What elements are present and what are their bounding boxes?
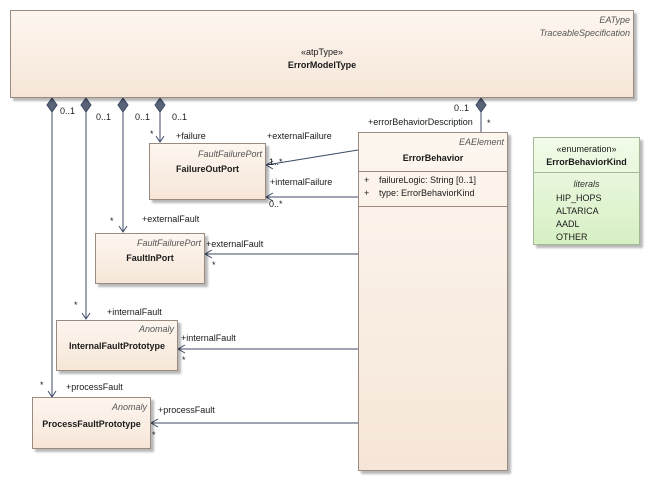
- metaclass-label: Anomaly: [138, 324, 174, 334]
- metaclass-label: EAElement: [458, 137, 504, 147]
- arrowhead-fault-in-port: [118, 225, 128, 233]
- metaclass-label: EAType: [599, 15, 630, 25]
- class-name: FaultInPort: [126, 253, 174, 263]
- enum-literal: OTHER: [556, 232, 588, 242]
- metaclass-label: FaultFailurePort: [197, 149, 262, 159]
- composition-diamond-internal-fault: [80, 97, 92, 113]
- composition-diamond-failure-out-port: [154, 97, 166, 113]
- internal-fault-prototype-class[interactable]: Anomaly InternalFaultPrototype: [56, 320, 178, 371]
- multiplicity-label: *: [74, 300, 78, 310]
- role-label: +processFault: [158, 405, 215, 415]
- attribute-failure-logic: failureLogic: String [0..1]: [379, 175, 477, 185]
- metaclass-label: Anomaly: [111, 402, 147, 412]
- multiplicity-label: 1..*: [269, 157, 283, 167]
- attr-visibility: +: [364, 188, 370, 198]
- role-label: +externalFailure: [267, 131, 332, 141]
- enum-literal: HIP_HOPS: [556, 193, 602, 203]
- attribute-type: type: ErrorBehaviorKind: [379, 188, 475, 198]
- operation-divider: [359, 206, 507, 207]
- composition-diamond-fault-in-port: [117, 97, 129, 113]
- multiplicity-label: 0..*: [269, 199, 283, 209]
- class-name: ErrorBehavior: [402, 153, 464, 163]
- composition-diamond-error-behavior: [475, 97, 487, 113]
- multiplicity-label: *: [40, 380, 44, 390]
- enum-divider: [534, 172, 639, 173]
- attribute-divider: [359, 171, 507, 172]
- stereotype-label: «atpType»: [300, 47, 344, 57]
- stereotype-class-label: TraceableSpecification: [539, 28, 630, 38]
- enum-literal: AADL: [556, 219, 580, 229]
- assoc-external-failure-line[interactable]: [265, 149, 359, 166]
- role-label: +failure: [176, 131, 206, 141]
- error-behavior-class[interactable]: EAElement ErrorBehavior + failureLogic: …: [358, 132, 508, 471]
- arrowhead-internal-fault-side: [176, 344, 186, 354]
- error-behavior-kind-enum[interactable]: «enumeration» ErrorBehaviorKind literals…: [533, 137, 640, 245]
- literals-section-label: literals: [573, 179, 600, 189]
- role-label: +internalFailure: [270, 177, 333, 187]
- multiplicity-label: 0..1: [172, 112, 188, 122]
- class-name: InternalFaultPrototype: [68, 341, 165, 351]
- multiplicity-label: *: [150, 129, 154, 139]
- enum-literal: ALTARICA: [556, 206, 599, 216]
- role-label: +errorBehaviorDescription: [368, 117, 473, 127]
- attr-visibility: +: [364, 175, 370, 185]
- class-name: ErrorModelType: [287, 60, 357, 70]
- multiplicity-label: *: [487, 118, 491, 128]
- metaclass-label: FaultFailurePort: [136, 238, 201, 248]
- class-name: ProcessFaultPrototype: [42, 419, 141, 429]
- arrowhead-external-failure: [264, 160, 274, 170]
- composition-diamond-process-fault: [46, 97, 58, 113]
- stereotype-label: «enumeration»: [556, 144, 617, 154]
- arrowhead-failure-out-port: [155, 135, 165, 143]
- role-label: +externalFault: [206, 239, 264, 249]
- failure-out-port-class[interactable]: FaultFailurePort FailureOutPort: [149, 143, 266, 200]
- error-model-type-class[interactable]: EAType TraceableSpecification «atpType» …: [10, 10, 634, 98]
- multiplicity-label: *: [152, 430, 156, 440]
- class-name: FailureOutPort: [175, 164, 239, 174]
- multiplicity-label: 0..1: [135, 112, 151, 122]
- role-label: +processFault: [66, 382, 123, 392]
- role-label: +externalFault: [142, 214, 200, 224]
- role-label: +internalFault: [107, 307, 162, 317]
- process-fault-prototype-class[interactable]: Anomaly ProcessFaultPrototype: [32, 397, 151, 449]
- multiplicity-label: 0..1: [454, 103, 470, 113]
- multiplicity-label: *: [110, 216, 114, 226]
- role-label: +internalFault: [181, 333, 236, 343]
- arrowhead-process-fault-side: [149, 418, 159, 428]
- fault-in-port-class[interactable]: FaultFailurePort FaultInPort: [95, 233, 205, 284]
- arrowhead-internal-failure: [264, 192, 274, 202]
- arrowhead-internal-fault: [81, 312, 91, 320]
- multiplicity-label: *: [182, 355, 186, 365]
- arrowhead-external-fault: [203, 249, 213, 259]
- multiplicity-label: 0..1: [60, 106, 76, 116]
- enum-name: ErrorBehaviorKind: [546, 157, 627, 167]
- multiplicity-label: *: [212, 260, 216, 270]
- multiplicity-label: 0..1: [96, 112, 112, 122]
